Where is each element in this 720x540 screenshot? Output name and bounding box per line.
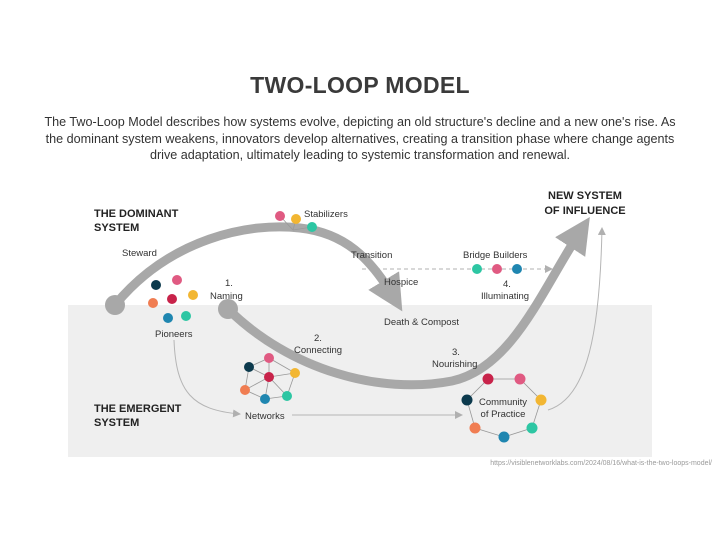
dominant-system-label-line1: THE DOMINANT — [94, 208, 179, 220]
network-node — [290, 368, 300, 378]
hospice-label: Hospice — [384, 277, 418, 288]
pioneers-label: Pioneers — [155, 329, 193, 340]
emergent-loop-start — [218, 299, 238, 319]
pioneer-node — [148, 298, 158, 308]
stabilizers-label: Stabilizers — [304, 209, 348, 220]
bridge-builder-node — [492, 264, 502, 274]
step2-number: 2. — [314, 333, 322, 344]
step2-label: Connecting — [294, 345, 342, 356]
community-to-new-system-arrow — [547, 227, 606, 411]
network-node — [264, 372, 274, 382]
stabilizer-node — [307, 222, 317, 232]
network-node — [260, 394, 270, 404]
pioneer-node — [167, 294, 177, 304]
networks-label: Networks — [245, 411, 285, 422]
community-node — [482, 373, 494, 385]
network-node — [282, 391, 292, 401]
emergent-system-label-line2: SYSTEM — [94, 417, 139, 429]
community-label-line1: Community — [479, 397, 527, 408]
networks-cluster — [240, 353, 300, 404]
stabilizer-node — [291, 214, 301, 224]
page-title: TWO-LOOP MODEL — [250, 72, 470, 98]
community-of-practice-cluster — [461, 373, 547, 443]
pioneer-node — [163, 313, 173, 323]
community-node — [526, 422, 538, 434]
death-compost-label: Death & Compost — [384, 317, 459, 328]
pioneers-cluster — [148, 275, 198, 323]
emergent-loop — [223, 216, 590, 390]
step1-number: 1. — [225, 278, 233, 289]
community-node — [514, 373, 526, 385]
bridge-builder-node — [512, 264, 522, 274]
network-node — [264, 353, 274, 363]
dominant-loop-start — [105, 295, 125, 315]
step1-label: Naming — [210, 291, 243, 302]
pioneer-node — [151, 280, 161, 290]
dominant-system-label-line2: SYSTEM — [94, 222, 139, 234]
new-system-label-line2: OF INFLUENCE — [544, 205, 625, 217]
bridge-builder-node — [472, 264, 482, 274]
bridge-builders-cluster — [472, 264, 522, 274]
community-node — [535, 394, 547, 406]
community-node — [461, 394, 473, 406]
dominant-loop — [110, 222, 403, 312]
pioneers-to-networks-arrow — [173, 339, 241, 418]
network-node — [244, 362, 254, 372]
step4-label: Illuminating — [481, 291, 529, 302]
stabilizers-cluster — [275, 211, 317, 232]
community-node — [469, 422, 481, 434]
description: The Two-Loop Model describes how systems… — [44, 115, 676, 162]
step3-number: 3. — [452, 347, 460, 358]
community-node — [498, 431, 510, 443]
emergent-system-label-line1: THE EMERGENT — [94, 403, 182, 415]
new-system-label-line1: NEW SYSTEM — [548, 190, 622, 202]
community-label-line2: of Practice — [481, 409, 526, 420]
network-node — [240, 385, 250, 395]
step3-label: Nourishing — [432, 359, 477, 370]
bridge-builders-label: Bridge Builders — [463, 250, 528, 261]
stabilizer-node — [275, 211, 285, 221]
transition-label: Transition — [351, 250, 392, 261]
pioneer-node — [188, 290, 198, 300]
pioneer-node — [172, 275, 182, 285]
step4-number: 4. — [503, 279, 511, 290]
source-url[interactable]: https://visiblenetworklabs.com/2024/08/1… — [490, 460, 712, 467]
steward-label: Steward — [122, 248, 157, 259]
pioneer-node — [181, 311, 191, 321]
